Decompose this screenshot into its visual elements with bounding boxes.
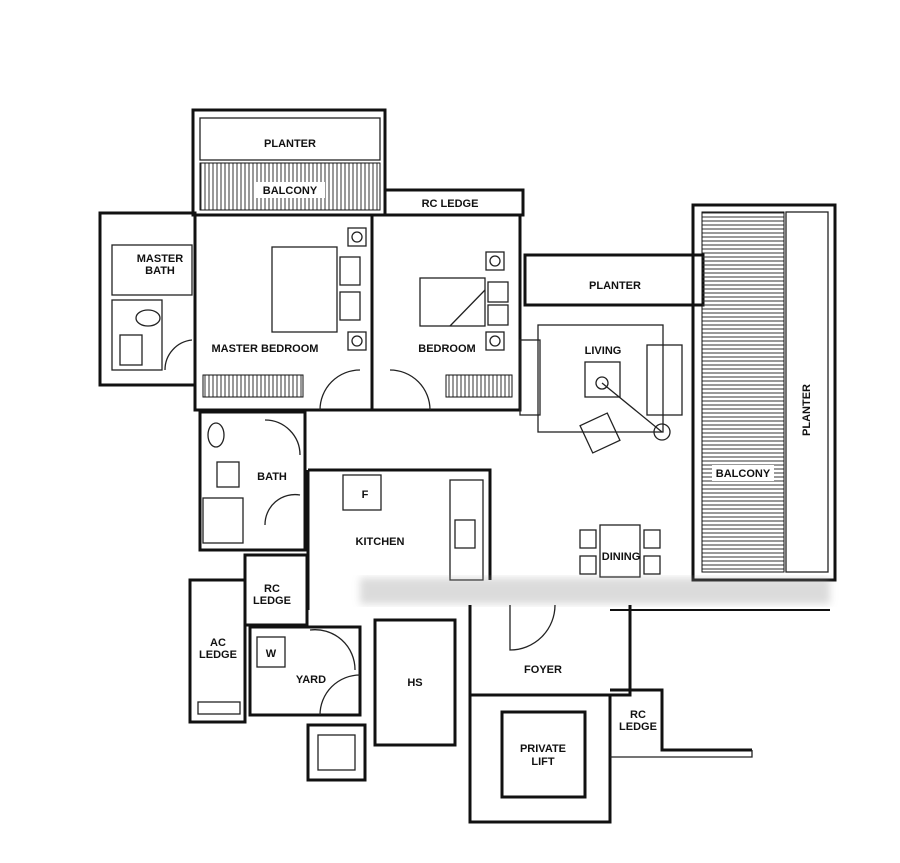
bedroom-label: BEDROOM [418, 343, 475, 355]
balcony-top-label: BALCONY [263, 185, 318, 197]
master-bedroom-label: MASTER BEDROOM [212, 343, 319, 355]
ac-ledge [188, 578, 247, 724]
rc-ledge-right-label-2: LEDGE [619, 721, 657, 733]
rc-ledge-top-label: RC LEDGE [422, 198, 479, 210]
rc-ledge-left-label-1: RC [264, 583, 280, 595]
master-bath-label-2: BATH [145, 265, 175, 277]
living-label: LIVING [585, 345, 622, 357]
bath-label: BATH [257, 471, 287, 483]
top-planter-balcony: PLANTER BALCONY [191, 108, 387, 217]
foyer-label: FOYER [524, 664, 562, 676]
private-lift: PRIVATE LIFT [468, 693, 612, 824]
rc-ledge-left-label-2: LEDGE [253, 595, 291, 607]
household-shelter [373, 618, 457, 747]
ac-ledge-label-1: AC [210, 637, 226, 649]
rc-ledge-right [610, 688, 752, 752]
yard-label: YARD [296, 674, 326, 686]
right-balcony: BALCONY PLANTER [691, 203, 837, 582]
dining: DINING [579, 524, 661, 578]
balcony-right-label: BALCONY [716, 468, 771, 480]
kitchen-label: KITCHEN [356, 536, 405, 548]
hs-label: HS [407, 677, 422, 689]
dining-label: DINING [602, 551, 641, 563]
rc-ledge-right-label-1: RC [630, 709, 646, 721]
master-bath: MASTER BATH [98, 211, 197, 387]
blurred-region [360, 578, 830, 604]
foyer: FOYER [468, 604, 632, 697]
master-bath-label-1: MASTER [137, 253, 184, 265]
washer-label: W [266, 648, 277, 660]
living-room: LIVING [519, 324, 683, 454]
fridge-label: F [362, 489, 369, 501]
ac-ledge-label-2: LEDGE [199, 649, 237, 661]
private-lift-label-2: LIFT [531, 756, 554, 768]
bath: BATH [198, 410, 307, 552]
planter-right-label: PLANTER [801, 384, 813, 436]
bedroom: BEDROOM [370, 213, 522, 412]
private-lift-label-1: PRIVATE [520, 743, 566, 755]
yard: W YARD [248, 625, 362, 717]
planter-mid-label: PLANTER [589, 280, 641, 292]
planter-top-label: PLANTER [264, 138, 316, 150]
master-bedroom: MASTER BEDROOM [193, 213, 374, 412]
service-box [306, 723, 367, 782]
